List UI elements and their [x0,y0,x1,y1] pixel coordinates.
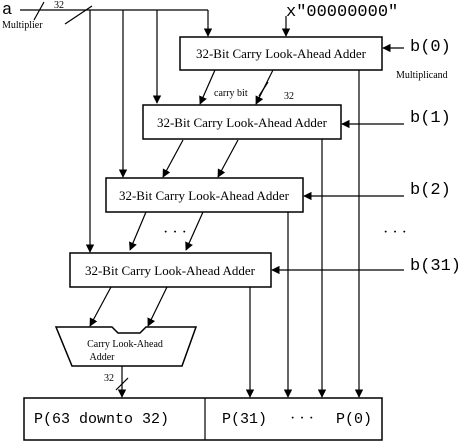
sum-2-dots [185,211,204,251]
bus-slash-0 [258,81,269,97]
adder-box-3 [69,252,272,288]
sum-3-final [147,286,168,327]
carry-bit-label: carry bit [214,88,248,99]
final-adder-line2: Adder [90,352,116,363]
carry-0-1 [199,69,216,105]
adder-label-1: 32-Bit Carry Look-Ahead Adder [157,115,328,130]
b-label-0: b(0) [410,38,451,57]
multiplier-bus-width: 32 [54,0,64,11]
adder-box-1 [142,104,342,140]
multiplier-bus-slash [33,1,45,21]
adder-box-0 [179,36,383,71]
final-output-width: 32 [104,373,114,384]
sum-1-2 [217,139,239,178]
product-high-label: P(63 downto 32) [34,411,169,428]
carry-3-final [89,286,112,327]
multiplier-second-slash [64,5,93,25]
b-label-3: b(31) [410,257,461,276]
product-dots: · · · [290,410,314,427]
final-output-slash [115,377,129,391]
zero-constant: x"00000000" [286,3,398,22]
product-p0-label: P(0) [336,411,372,428]
adder-label-0: 32-Bit Carry Look-Ahead Adder [196,46,367,61]
multiplier-a-label: a [2,1,12,20]
carry-1-2 [162,139,184,178]
right-ellipsis: · · · [383,224,407,241]
adder-label-2: 32-Bit Carry Look-Ahead Adder [119,188,290,203]
multiplier-sublabel: Multiplier [2,20,43,31]
final-adder-shape [54,326,198,367]
product-box [23,397,383,441]
bus-width-label: 32 [284,91,294,102]
b-label-2: b(2) [410,181,451,200]
middle-ellipsis: · · · [163,224,187,241]
adder-label-3: 32-Bit Carry Look-Ahead Adder [85,263,256,278]
product-p31-label: P(31) [222,411,267,428]
multiplicand-label: Multiplicand [396,70,448,81]
final-adder-line1: Carry Look-Ahead [87,339,163,350]
adder-box-2 [105,177,304,213]
b-label-1: b(1) [410,109,451,128]
carry-2-dots [129,211,147,251]
